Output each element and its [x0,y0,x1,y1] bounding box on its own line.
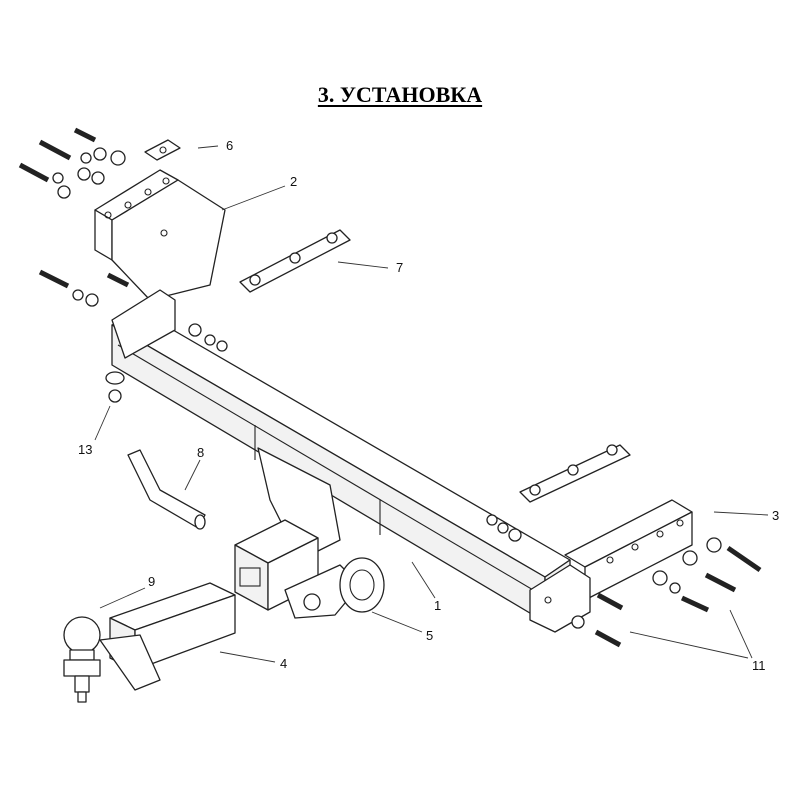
mounting-plate [144,139,181,161]
label-part-3: 3 [772,508,779,523]
label-part-6: 6 [226,138,233,153]
fasteners-mid [105,323,522,542]
label-part-1: 1 [434,598,441,613]
ball-mount-bar [99,582,236,691]
tow-ball [63,616,101,703]
label-part-11: 11 [752,658,766,673]
fasteners-top-left [18,127,130,307]
leader-lines [94,145,769,663]
receiver-hanger [257,447,341,561]
label-part-5: 5 [426,628,433,643]
socket-bracket [284,557,385,619]
label-part-2: 2 [290,174,297,189]
label-part-7: 7 [396,260,403,275]
hitch-pin [127,449,206,530]
clamp-plate-lower [519,444,631,503]
right-bracket [529,499,693,633]
label-part-8: 8 [197,445,204,460]
receiver-box [234,519,319,611]
page-title: 3. УСТАНОВКА [317,82,483,107]
clamp-plate-upper [239,229,351,293]
label-part-13: 13 [78,442,92,457]
left-bracket [94,169,226,359]
label-part-4: 4 [280,656,287,671]
main-crossbeam [111,311,571,623]
fasteners-right [571,537,762,648]
label-part-9: 9 [148,574,155,589]
